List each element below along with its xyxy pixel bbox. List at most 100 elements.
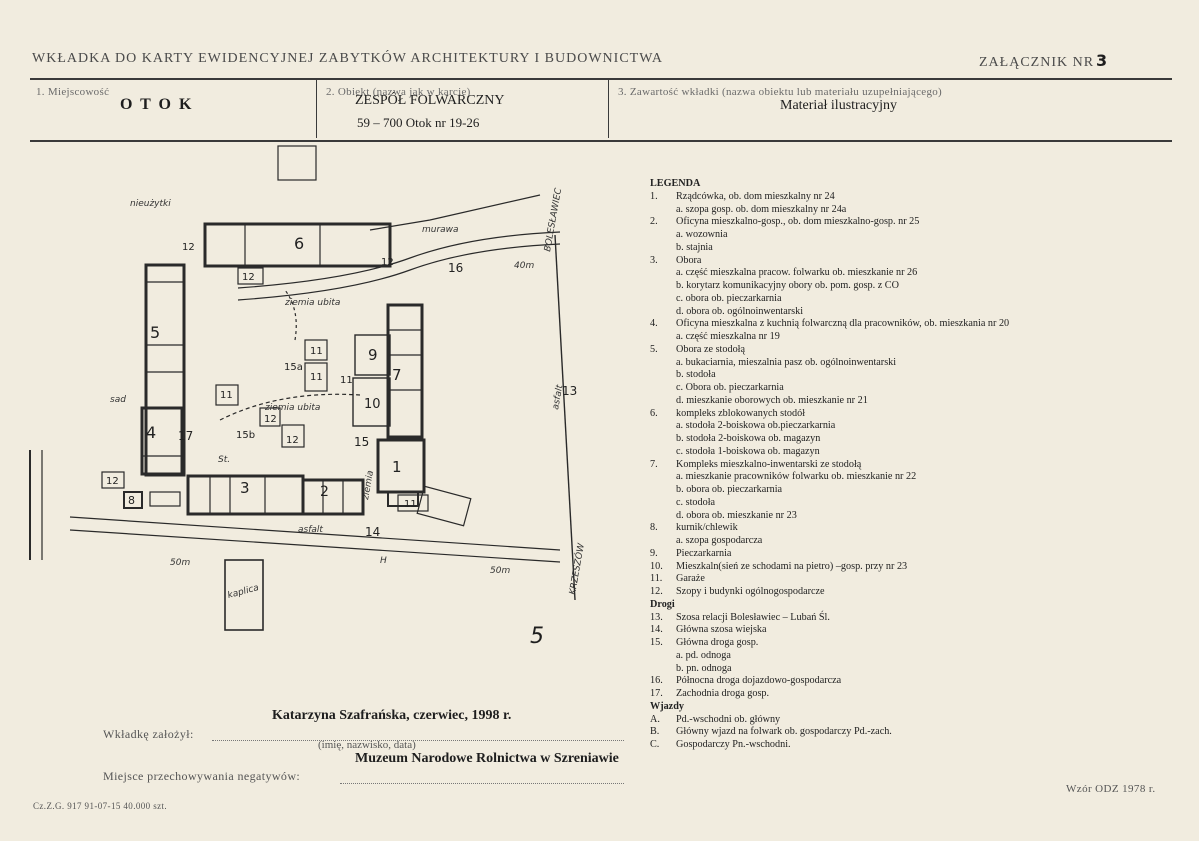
num-11-b: 11: [310, 372, 323, 383]
building-7: [386, 303, 424, 439]
legend-number: 8.: [650, 522, 658, 534]
legend-title: LEGENDA: [650, 178, 701, 189]
building-8: [123, 491, 143, 509]
num-1: 1: [392, 458, 402, 476]
legend-subitem: b. stodoła 2-boiskowa ob. magazyn: [676, 433, 821, 444]
name-hint: (imię, nazwisko, data): [318, 739, 416, 751]
field-divider-1: [316, 80, 317, 138]
legend-text: Zachodnia droga gosp.: [676, 688, 770, 699]
label-nieuzytki: nieużytki: [130, 199, 171, 209]
building-11a: [304, 339, 328, 361]
label-kaplica: kaplica: [227, 583, 260, 601]
legend-row: 11.Garaże: [650, 573, 1009, 586]
legend-number: 16.: [650, 675, 663, 687]
building-11b: [304, 362, 328, 392]
header-bottom-rule: [30, 140, 1172, 142]
road-15: [219, 393, 361, 421]
legend-subitem: b. pn. odnoga: [676, 662, 732, 674]
num-15b: 15b: [236, 430, 255, 441]
contents-value: Materiał ilustracyjny: [780, 98, 898, 113]
legend-subitem: b. stajnia: [676, 241, 713, 253]
legend-number: 12.: [650, 586, 663, 597]
site-plan-map: nieużytki murawa ziemia ubita ziemia ubi…: [29, 145, 587, 631]
legend-entries-title: Wjazdy: [650, 700, 684, 712]
num-13: 13: [562, 384, 577, 398]
legend-number: 6.: [650, 407, 658, 419]
legend-subitem: b. korytarz komunikacyjny obory ob. pom.…: [676, 280, 899, 291]
building-1a: [387, 491, 419, 507]
legend-subitem: d. obora ob. ogólnoinwentarski: [676, 305, 804, 317]
num-15a: 15a: [284, 362, 303, 373]
num-12-center: 12: [286, 435, 299, 446]
legend-text: kompleks zblokowanych stodół: [676, 407, 806, 419]
legend-row: 13.Szosa relacji Bolesławiec – Lubań Śl.: [650, 612, 1009, 625]
sheet-title: WKŁADKA DO KARTY EWIDENCYJNEJ ZABYTKÓW A…: [32, 51, 663, 66]
legend-subitem: b. stodoła: [676, 369, 716, 381]
num-12-shed: 12: [242, 272, 255, 283]
label-murawa: murawa: [422, 225, 459, 235]
legend-number: 15.: [650, 637, 663, 648]
legend-row: 3.Obora: [650, 255, 1009, 268]
print-info: Cz.Z.G. 917 91-07-15 40.000 szt.: [33, 801, 168, 811]
legend-text: Główny wjazd na folwark ob. gospodarczy …: [676, 726, 892, 738]
label-ziemia-ubita-center: ziemia ubita: [264, 403, 320, 413]
num-12-small: 12: [264, 414, 277, 425]
num-17: 17: [178, 429, 193, 443]
legend-number: B.: [650, 726, 660, 738]
institution: Muzeum Narodowe Rolnictwa w Szreniawie: [355, 751, 619, 766]
legend-number: 2.: [650, 216, 658, 228]
legend-row: 5. Obora ze stodołą: [650, 344, 1009, 357]
legend-text: Oficyna mieszkalno-gosp., ob. dom mieszk…: [676, 216, 920, 228]
legend-row: 10. Mieszkaln(sień ze schodami na pietro)…: [650, 561, 1009, 574]
pattern-info: Wzór ODZ 1978 r.: [1066, 783, 1156, 795]
building-11c: [215, 384, 239, 406]
legend-number: A.: [650, 713, 660, 725]
num-8: 8: [128, 494, 135, 507]
legend-number: 5.: [650, 343, 658, 355]
road-15a: [284, 289, 297, 341]
created-by-dotted-line: [212, 740, 624, 741]
legend-number: C.: [650, 739, 660, 750]
sheet-number: 5: [530, 624, 544, 649]
legend-text: Pd.-wschodni ob. główny: [676, 713, 781, 725]
legend-subitem: b. obora ob. pieczarkarnia: [676, 484, 783, 495]
locality-label: 1. Miejscowość: [36, 86, 110, 98]
num-2: 2: [320, 484, 329, 500]
legend-text: Główna szosa wiejska: [676, 624, 767, 636]
num-11-a: 11: [310, 346, 323, 357]
legend-number: 9.: [650, 547, 658, 559]
legend-row: B. Główny wjazd na folwark ob. gospodarcz…: [650, 726, 1009, 739]
legend-subitem: a. mieszkanie pracowników folwarku ob. m…: [676, 471, 917, 483]
legend-number: 1.: [650, 190, 658, 202]
legend-text: Obora ze stodołą: [676, 343, 746, 355]
building-2: [301, 478, 365, 516]
num-5: 5: [150, 323, 160, 342]
label-asfalt-east: asfalt: [551, 384, 565, 411]
legend-subitem: a. bukaciarnia, mieszalnia pasz ob. ogól…: [676, 356, 897, 368]
road-16: [237, 231, 561, 289]
header-top-rule: [30, 78, 1172, 80]
legend-number: 17.: [650, 688, 663, 699]
road-14: [69, 516, 561, 551]
legend-number: 10.: [650, 560, 663, 572]
label-h: H: [380, 556, 387, 566]
legend-text: Mieszkaln(sień ze schodami na pietro) –g…: [676, 560, 908, 572]
label-boleslawiec: BOLESŁAWIEC: [543, 187, 564, 253]
legend-subitem: a. wozownia: [676, 229, 728, 240]
legend-row: 6. kompleks zblokowanych stodół: [650, 408, 1009, 421]
legend-row: 8.kurnik/chlewik: [650, 522, 1009, 535]
num-9: 9: [368, 346, 378, 364]
legend-number: 4.: [650, 318, 658, 330]
building-8a: [149, 491, 181, 507]
legend-subitem: c. stodoła 1-boiskowa ob. magazyn: [676, 445, 820, 457]
locality-value: O T O K: [120, 96, 194, 113]
legend-roads: 13.Szosa relacji Bolesławiec – Lubań Śl.…: [650, 612, 1009, 701]
chapel: [224, 559, 264, 631]
legend-text: Garaże: [676, 573, 705, 585]
attachment-number: 3: [1096, 51, 1109, 70]
legend-text: Oficyna mieszkalna z kuchnią folwarczną …: [676, 318, 1010, 330]
label-st: St.: [218, 455, 230, 465]
